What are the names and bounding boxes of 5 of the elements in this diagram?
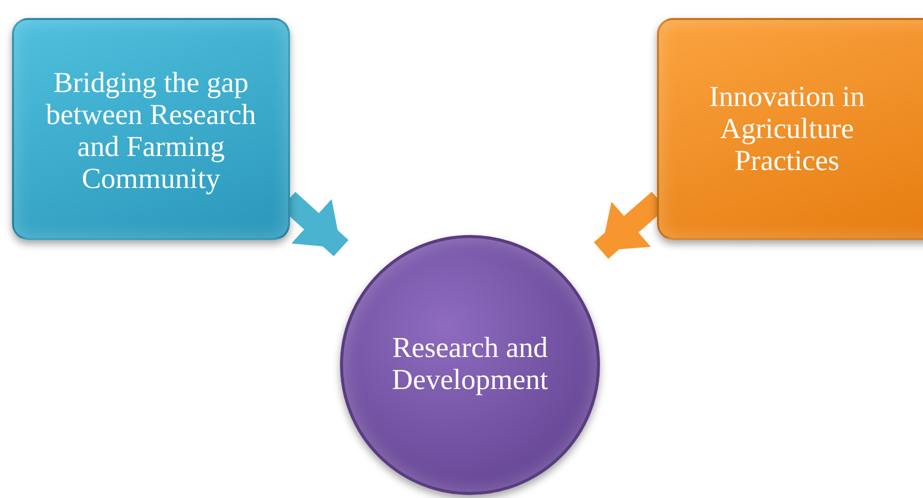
process-box: [12, 18, 290, 240]
process-box: [657, 18, 923, 240]
node-label: Bridging the gap between Research and Farming Community: [44, 68, 258, 196]
node-label: Research and Development: [390, 333, 550, 397]
node-label: Innovation in Agriculture Practices: [708, 82, 866, 178]
